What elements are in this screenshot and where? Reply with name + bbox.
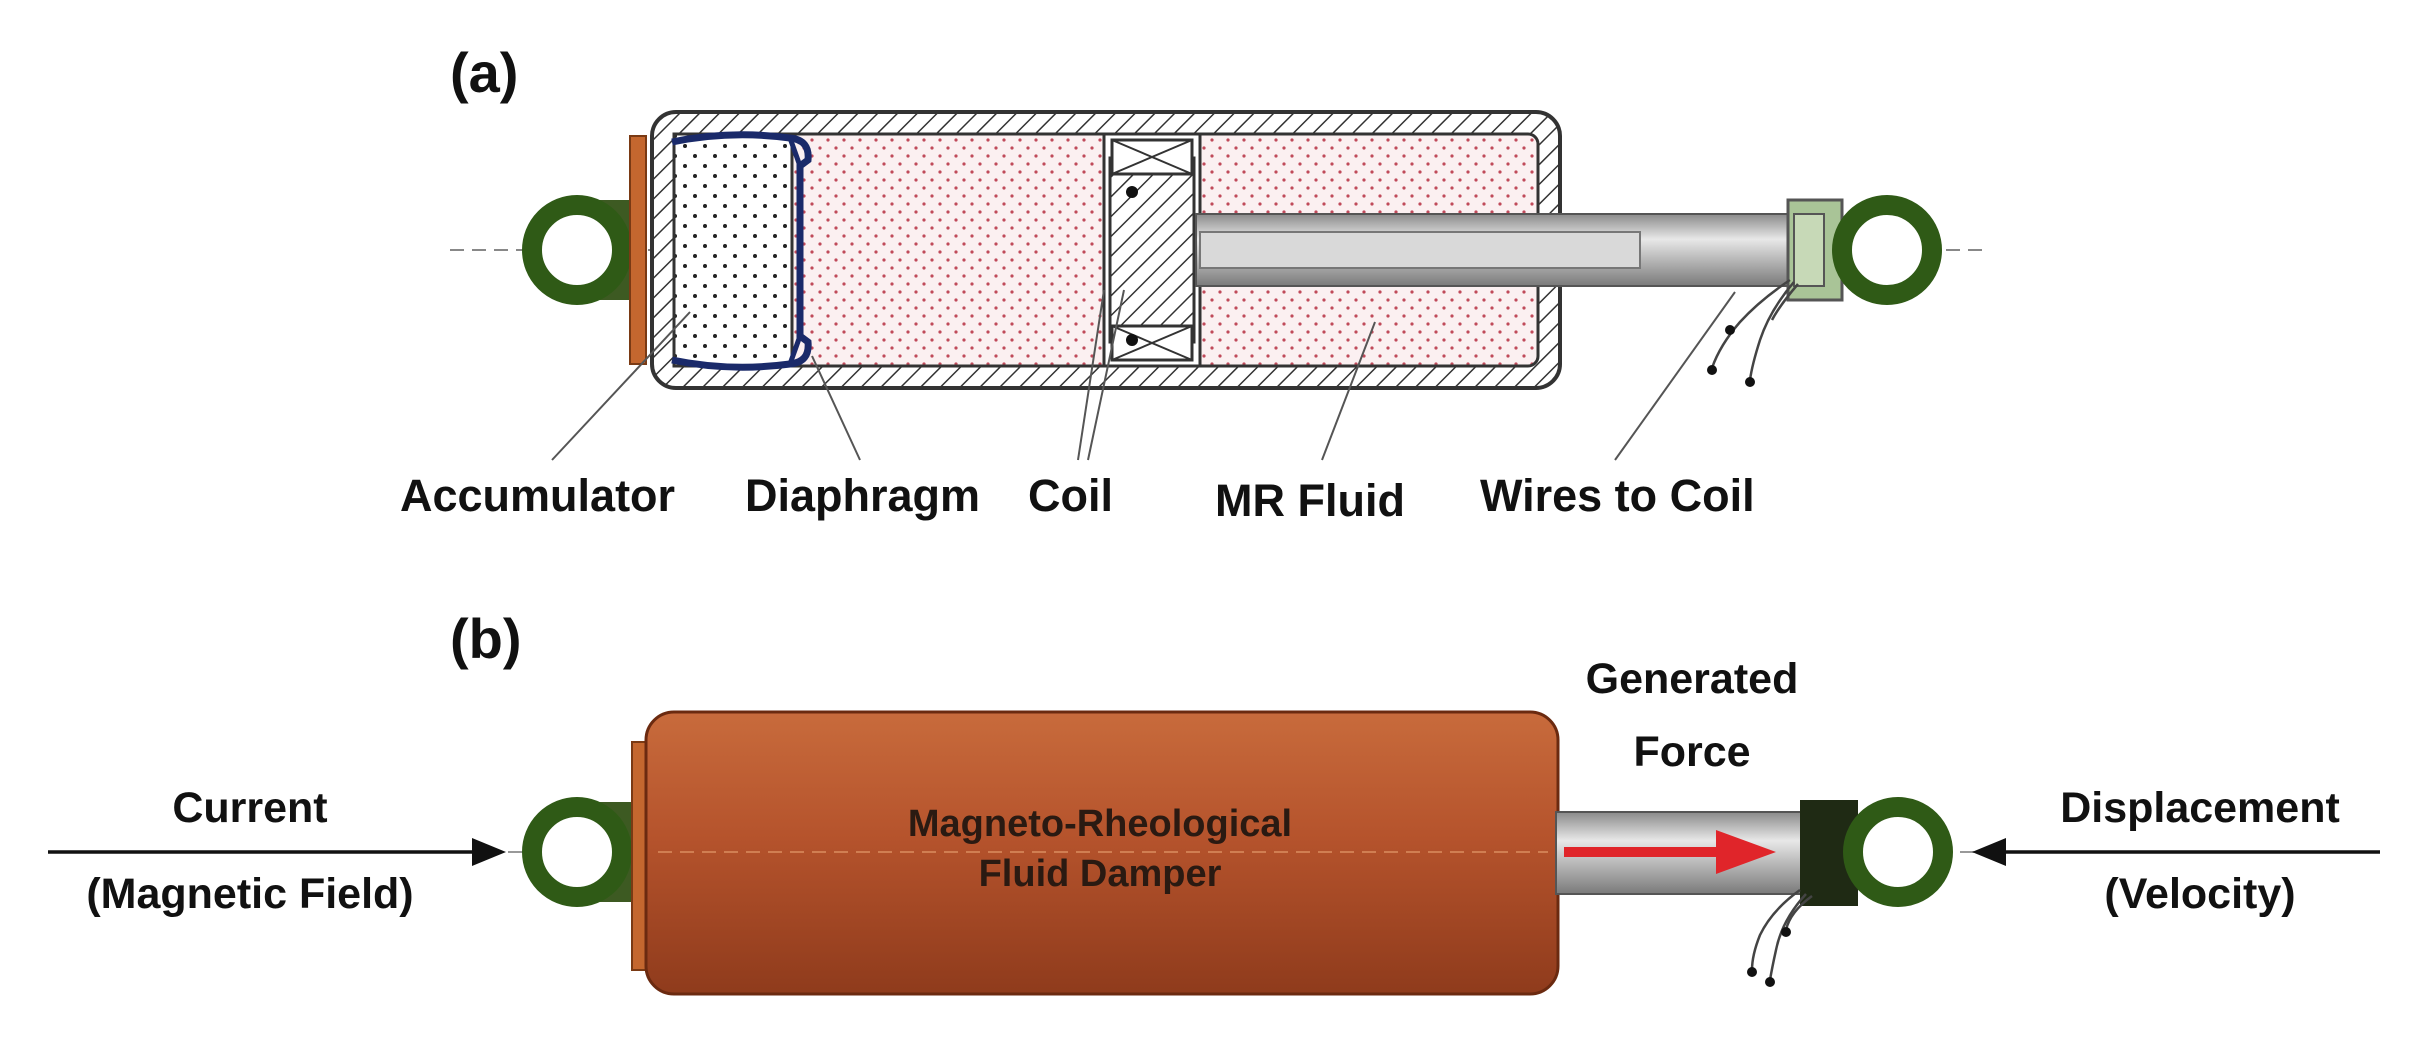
right-eye-ring (1832, 195, 1942, 305)
damper-title-line1: Magneto-Rheological (908, 803, 1292, 845)
label-wires-to-coil: Wires to Coil (1480, 470, 1755, 521)
damper-title-line2: Fluid Damper (979, 853, 1222, 895)
right-eye-ring-b (1843, 797, 1953, 907)
label-displacement: Displacement (2060, 784, 2340, 832)
current-input-arrow (48, 838, 506, 866)
panel-b-label: (b) (450, 607, 522, 670)
label-diaphragm: Diaphragm (745, 470, 980, 521)
damper-cross-section (450, 110, 1990, 390)
label-generated: Generated (1586, 655, 1799, 703)
coil-wires-b (1750, 888, 1813, 981)
label-mr-fluid: MR Fluid (1215, 475, 1405, 526)
label-velocity: (Velocity) (2104, 870, 2295, 918)
generated-force-arrow (1564, 830, 1776, 874)
end-plate (629, 135, 647, 365)
label-magnetic-field: (Magnetic Field) (86, 870, 413, 918)
label-current: Current (172, 784, 327, 832)
label-coil: Coil (1028, 470, 1113, 521)
label-accumulator: Accumulator (400, 470, 675, 521)
piston-coil (1102, 132, 1202, 368)
leader-lines-a (551, 289, 1736, 461)
rod-bore (1199, 231, 1641, 269)
diaphragm (671, 131, 812, 371)
displacement-input-arrow (1972, 838, 2380, 866)
accumulator-chamber (672, 132, 794, 368)
coil-wires (1710, 278, 1799, 381)
left-eye-ring-b (522, 797, 632, 907)
panel-a-label: (a) (450, 41, 518, 104)
label-force: Force (1633, 728, 1750, 776)
left-eye-ring (522, 195, 632, 305)
